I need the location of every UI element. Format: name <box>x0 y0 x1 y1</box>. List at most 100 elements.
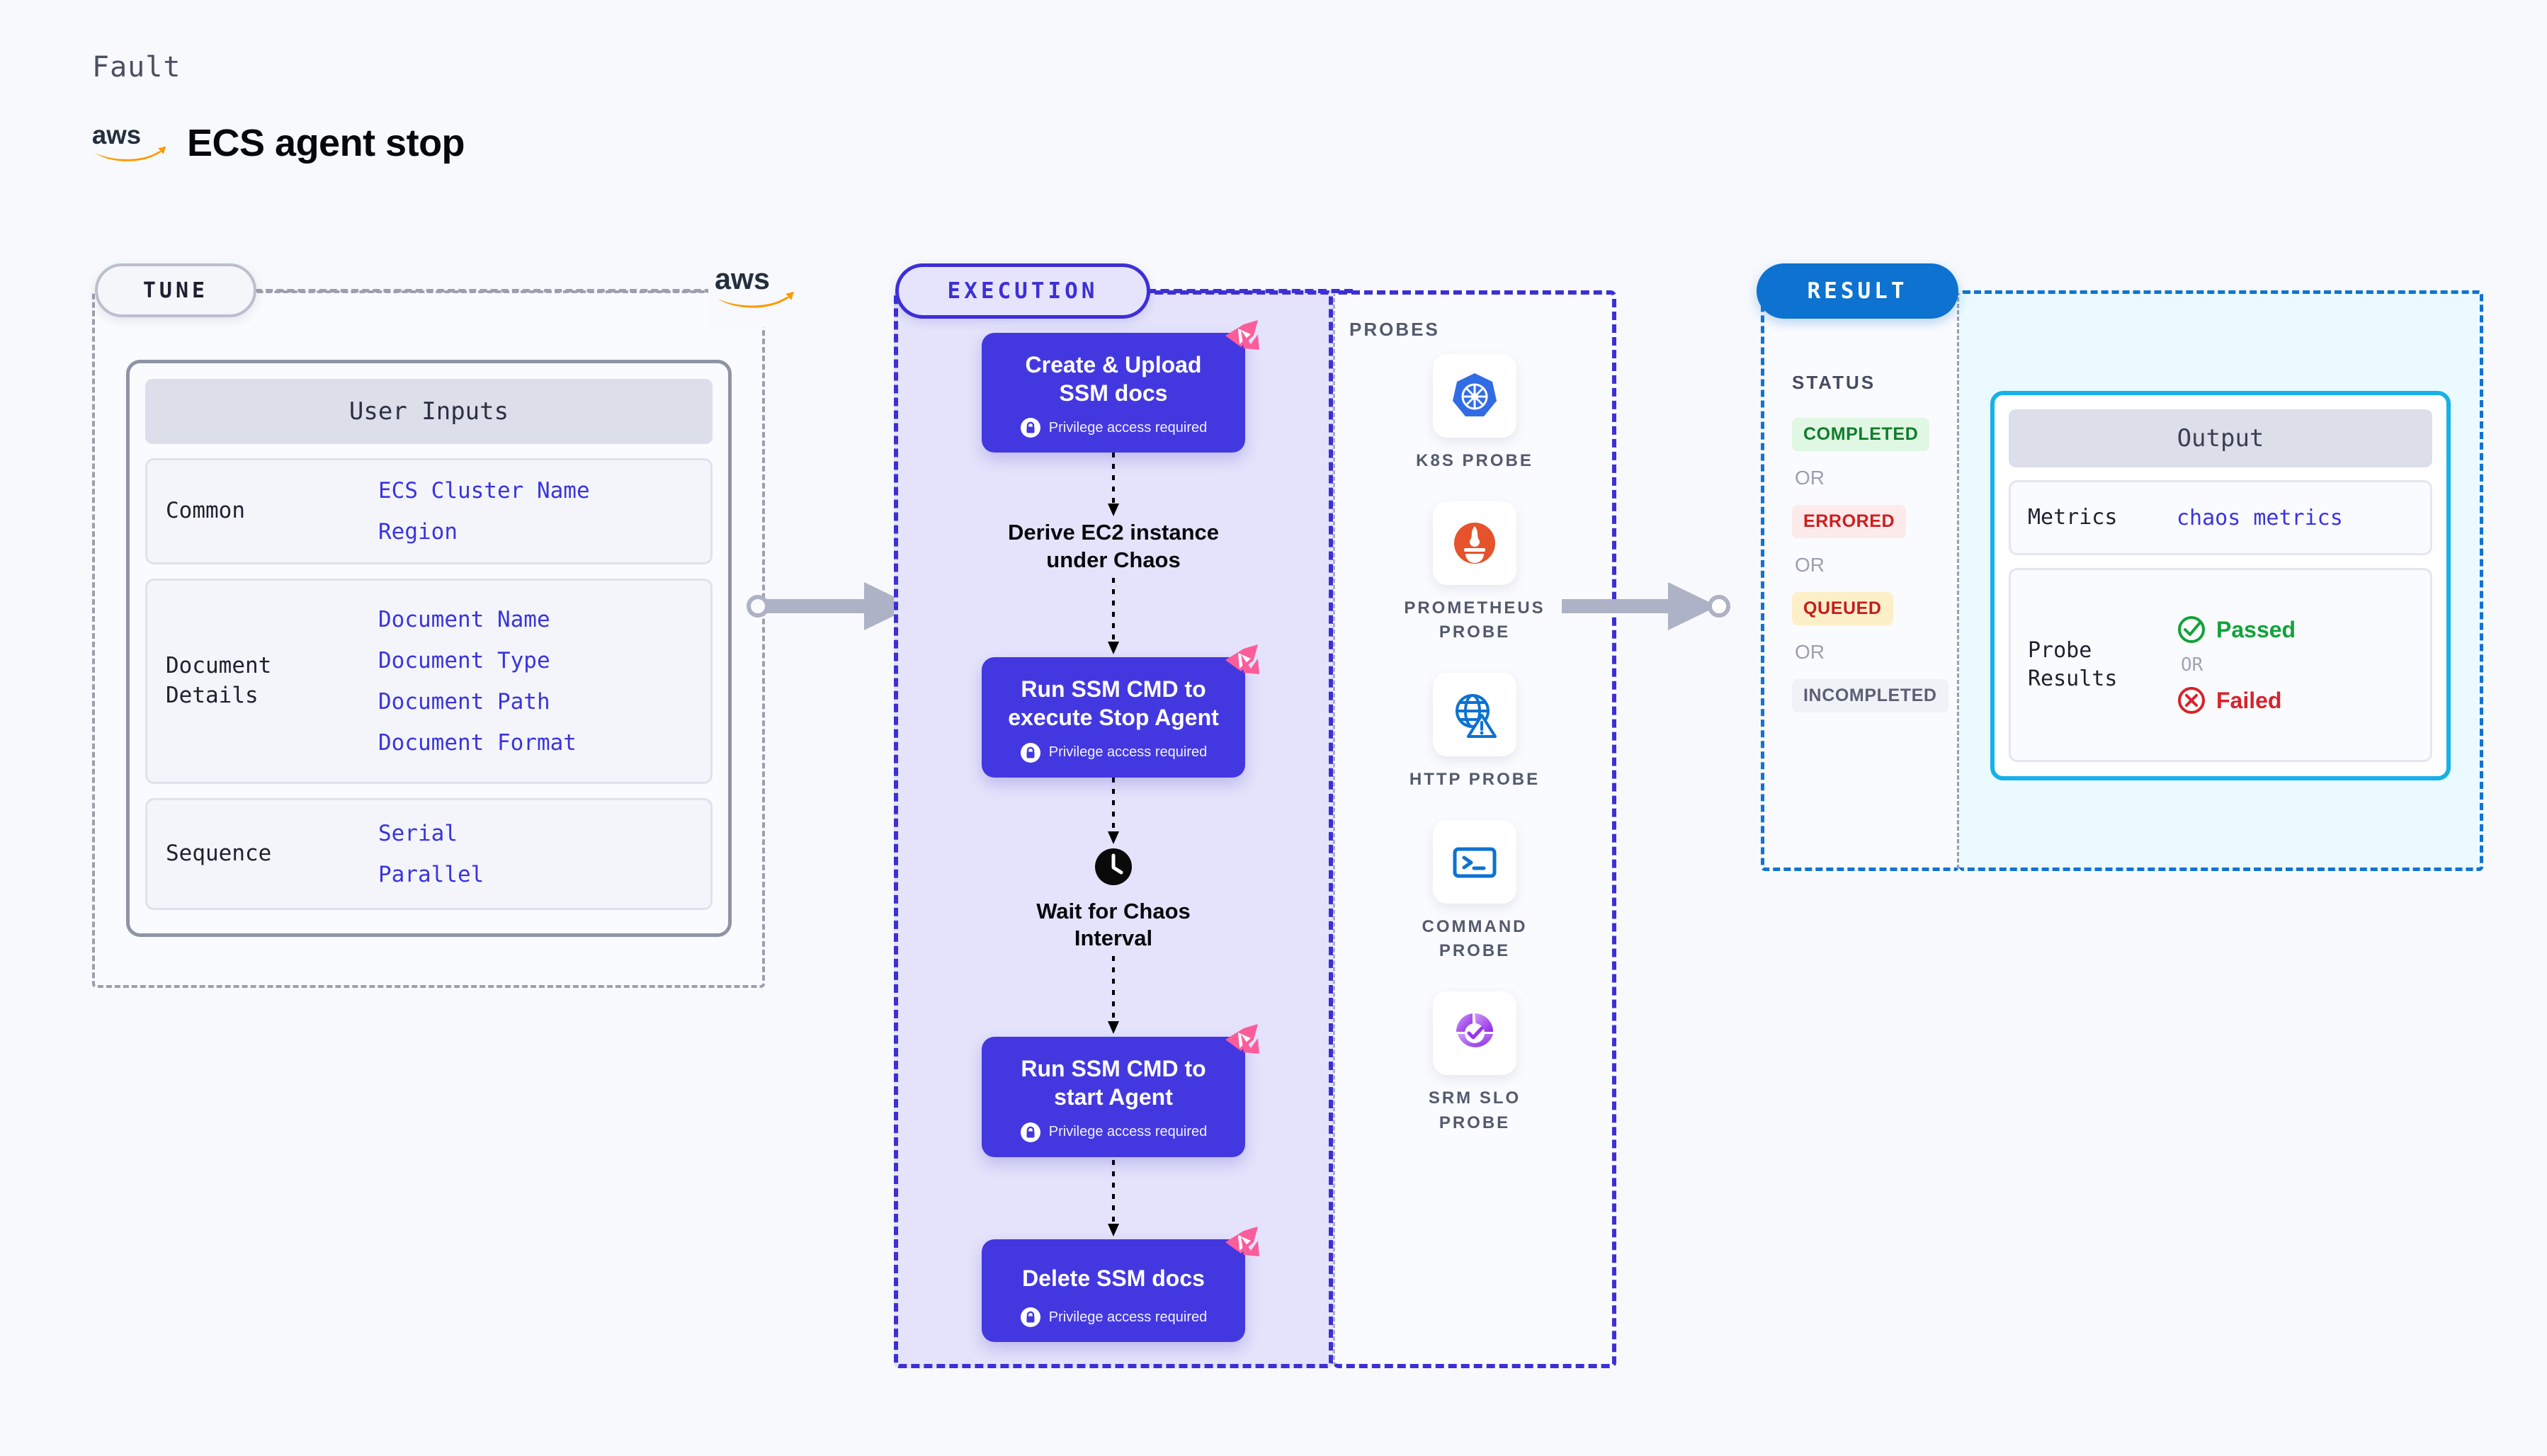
privilege-note: Privilege access required <box>994 1307 1232 1328</box>
input-group-values: Document Name Document Type Document Pat… <box>378 607 577 756</box>
input-group-label: Document Details <box>166 653 272 708</box>
input-value[interactable]: Serial <box>378 821 458 846</box>
status-list: COMPLETED OR ERRORED OR QUEUED OR INCOMP… <box>1792 418 1969 712</box>
svg-text:aws: aws <box>715 263 770 295</box>
probe-results-label: Probe Results <box>2028 637 2118 692</box>
probe-label: SRM SLO PROBE <box>1428 1088 1521 1132</box>
flow-arrow <box>1103 777 1124 847</box>
input-group-document-details: Document Details Document Name Document … <box>145 579 713 784</box>
execution-dashed-connector <box>1147 289 1353 293</box>
lock-icon <box>1020 1307 1041 1328</box>
metrics-label: Metrics <box>2028 504 2118 530</box>
input-group-label: Sequence <box>166 841 272 867</box>
flow-step-run-ssm-cmd-stop-agent[interactable]: Run SSM CMD to execute Stop Agent Privil… <box>982 644 1259 778</box>
tune-dashed-connector <box>255 289 722 292</box>
output-title: Output <box>2009 409 2432 467</box>
chaos-badge-icon <box>1220 316 1264 360</box>
flow-step-title: Create & Upload SSM docs <box>1025 352 1202 406</box>
execution-panel <box>894 290 1333 1368</box>
chaos-badge-icon <box>1220 640 1264 684</box>
flow-step-wait-for-chaos-interval: Wait for Chaos Interval <box>1036 847 1191 952</box>
flow-step-title: Delete SSM docs <box>1022 1265 1205 1291</box>
probe-item-command[interactable]: COMMAND PROBE <box>1383 820 1567 963</box>
output-card: Output Metrics chaos metrics Probe Resul… <box>1990 391 2451 780</box>
flow-step-title: Wait for Chaos Interval <box>1036 898 1191 950</box>
user-inputs-card: User Inputs Common ECS Cluster Name Regi… <box>126 360 732 937</box>
chaos-badge-icon <box>1220 1222 1264 1266</box>
privilege-note-text: Privilege access required <box>1048 419 1208 436</box>
metrics-value[interactable]: chaos metrics <box>2177 505 2343 530</box>
passed-label: Passed <box>2216 616 2296 642</box>
input-value[interactable]: Region <box>378 519 458 545</box>
input-value[interactable]: Document Type <box>378 648 550 673</box>
probe-item-k8s[interactable]: K8S PROBE <box>1383 354 1567 473</box>
lock-icon <box>1020 417 1041 438</box>
status-badge-incompleted: INCOMPLETED <box>1792 679 1948 712</box>
privilege-note: Privilege access required <box>994 742 1232 763</box>
or-label: OR <box>1795 641 1825 663</box>
flow-step-create-upload-ssm-docs[interactable]: Create & Upload SSM docs Privilege acces… <box>982 320 1259 453</box>
probe-item-srm-slo[interactable]: SRM SLO PROBE <box>1383 991 1567 1134</box>
input-group-values: ECS Cluster Name Region <box>378 478 590 545</box>
tune-chip[interactable]: TUNE <box>95 263 256 317</box>
output-group-metrics: Metrics chaos metrics <box>2009 480 2432 555</box>
page-title: ECS agent stop <box>187 122 465 164</box>
clock-icon <box>1094 847 1133 887</box>
output-group-probe-results: Probe Results Passed OR <box>2009 568 2432 762</box>
execution-flow: Create & Upload SSM docs Privilege acces… <box>894 320 1333 1343</box>
input-group-sequence: Sequence Serial Parallel <box>145 798 713 910</box>
privilege-note: Privilege access required <box>994 1122 1232 1143</box>
input-value[interactable]: Document Format <box>378 730 577 756</box>
connector-execution-to-result <box>1548 567 1760 644</box>
input-value[interactable]: Document Path <box>378 689 550 715</box>
input-value[interactable]: Document Name <box>378 607 550 632</box>
execution-chip[interactable]: EXECUTION <box>895 263 1150 319</box>
flow-step-title: Run SSM CMD to execute Stop Agent <box>1008 676 1219 730</box>
aws-logo-icon: aws <box>91 120 169 166</box>
probe-label: COMMAND PROBE <box>1422 917 1528 961</box>
probe-result-failed: Failed <box>2177 686 2296 715</box>
or-label: OR <box>1795 467 1825 489</box>
probe-result-passed: Passed <box>2177 615 2296 644</box>
flow-step-derive-ec2-instance: Derive EC2 instance under Chaos <box>1007 520 1220 572</box>
privilege-note-text: Privilege access required <box>1048 1124 1208 1140</box>
probe-results-values: Passed OR Failed <box>2177 615 2296 715</box>
user-inputs-title: User Inputs <box>145 379 713 444</box>
or-label: OR <box>2181 654 2203 676</box>
privilege-note: Privilege access required <box>994 417 1232 438</box>
or-label: OR <box>1795 554 1825 576</box>
x-circle-icon <box>2177 686 2206 715</box>
srm-slo-icon <box>1433 991 1516 1076</box>
prometheus-icon <box>1433 501 1516 586</box>
status-badge-errored: ERRORED <box>1792 505 1907 538</box>
probe-item-prometheus[interactable]: PROMETHEUS PROBE <box>1383 501 1567 644</box>
probes-list: K8S PROBE PROMETHEUS PROBE <box>1333 354 1616 1135</box>
page-title-row: aws ECS agent stop <box>91 120 465 166</box>
probe-label: HTTP PROBE <box>1409 770 1541 790</box>
flow-arrow <box>1103 952 1124 1037</box>
status-badge-queued: QUEUED <box>1792 592 1893 625</box>
chaos-badge-icon <box>1220 1020 1264 1064</box>
flow-arrow <box>1103 574 1124 657</box>
svg-text:aws: aws <box>92 120 141 149</box>
lock-icon <box>1020 1122 1041 1143</box>
fault-kicker: Fault <box>92 51 181 84</box>
input-group-label: Common <box>166 498 245 524</box>
probes-title: PROBES <box>1349 319 1440 340</box>
aws-logo-icon-tune: aws <box>708 249 802 327</box>
input-value[interactable]: Parallel <box>378 862 484 887</box>
probe-label: PROMETHEUS PROBE <box>1404 598 1545 642</box>
terminal-icon <box>1433 820 1516 904</box>
privilege-note-text: Privilege access required <box>1048 744 1208 761</box>
http-globe-icon <box>1433 673 1516 757</box>
result-chip[interactable]: RESULT <box>1757 263 1958 319</box>
flow-step-delete-ssm-docs[interactable]: Delete SSM docs Privilege access require… <box>982 1226 1259 1343</box>
flow-step-title: Run SSM CMD to start Agent <box>1021 1056 1206 1110</box>
input-group-common: Common ECS Cluster Name Region <box>145 458 713 564</box>
input-value[interactable]: ECS Cluster Name <box>378 478 590 504</box>
status-title: STATUS <box>1792 372 1876 393</box>
probe-item-http[interactable]: HTTP PROBE <box>1383 673 1567 792</box>
failed-label: Failed <box>2216 687 2282 713</box>
flow-arrow <box>1103 453 1124 519</box>
flow-step-run-ssm-cmd-start-agent[interactable]: Run SSM CMD to start Agent Privilege acc… <box>982 1024 1259 1157</box>
